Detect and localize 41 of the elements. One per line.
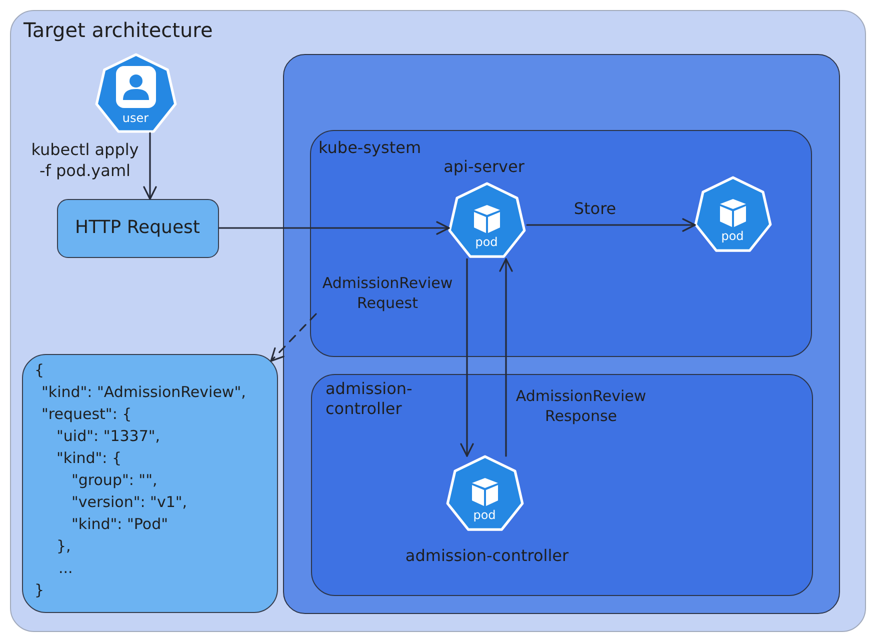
arrow bbox=[526, 218, 696, 232]
group-title: admission-controller bbox=[326, 378, 414, 420]
pod-heptagon bbox=[448, 182, 526, 258]
icon-label: pod bbox=[721, 228, 744, 242]
code-line: ... bbox=[58, 558, 73, 578]
process-box bbox=[56, 198, 218, 258]
code-line: "kind": "AdmissionReview", bbox=[42, 382, 246, 402]
group-title: Target architecture bbox=[24, 16, 213, 42]
node-caption: api-server bbox=[442, 157, 526, 177]
code-line: "request": { bbox=[42, 404, 132, 424]
arrow bbox=[143, 132, 157, 200]
edge-label: Store bbox=[572, 199, 618, 220]
code-line: "kind": "Pod" bbox=[72, 514, 168, 534]
arrow bbox=[218, 221, 450, 235]
icon-label: user bbox=[122, 110, 149, 124]
code-panel bbox=[22, 354, 278, 612]
icon-label: pod bbox=[473, 508, 496, 522]
code-line: { bbox=[34, 360, 44, 380]
pod-heptagon bbox=[694, 176, 772, 252]
user-heptagon bbox=[94, 52, 176, 132]
cluster-panel bbox=[282, 54, 840, 614]
arrow bbox=[499, 258, 513, 457]
edge-label: AdmissionReview Response bbox=[514, 387, 648, 426]
node-caption: admission-controller bbox=[404, 546, 570, 566]
annotation-text: AdmissionReview Request bbox=[321, 272, 454, 312]
code-line: }, bbox=[56, 536, 71, 556]
code-line: "group": "", bbox=[72, 470, 158, 490]
edge-label: kubectl apply -f pod.yaml bbox=[30, 140, 140, 182]
code-line: } bbox=[34, 580, 44, 600]
group-panel bbox=[310, 130, 812, 357]
dashed-arrow bbox=[270, 313, 317, 362]
node-label: HTTP Request bbox=[75, 216, 200, 240]
code-line: "version": "v1", bbox=[72, 492, 188, 512]
group-title: kube-system bbox=[318, 138, 422, 158]
frame-panel bbox=[10, 10, 866, 632]
group-panel bbox=[311, 374, 813, 596]
icon-label: pod bbox=[475, 234, 498, 248]
arrow bbox=[460, 258, 474, 457]
pod-heptagon bbox=[446, 454, 524, 530]
code-line: "kind": { bbox=[56, 448, 122, 468]
code-line: "uid": "1337", bbox=[56, 426, 160, 446]
